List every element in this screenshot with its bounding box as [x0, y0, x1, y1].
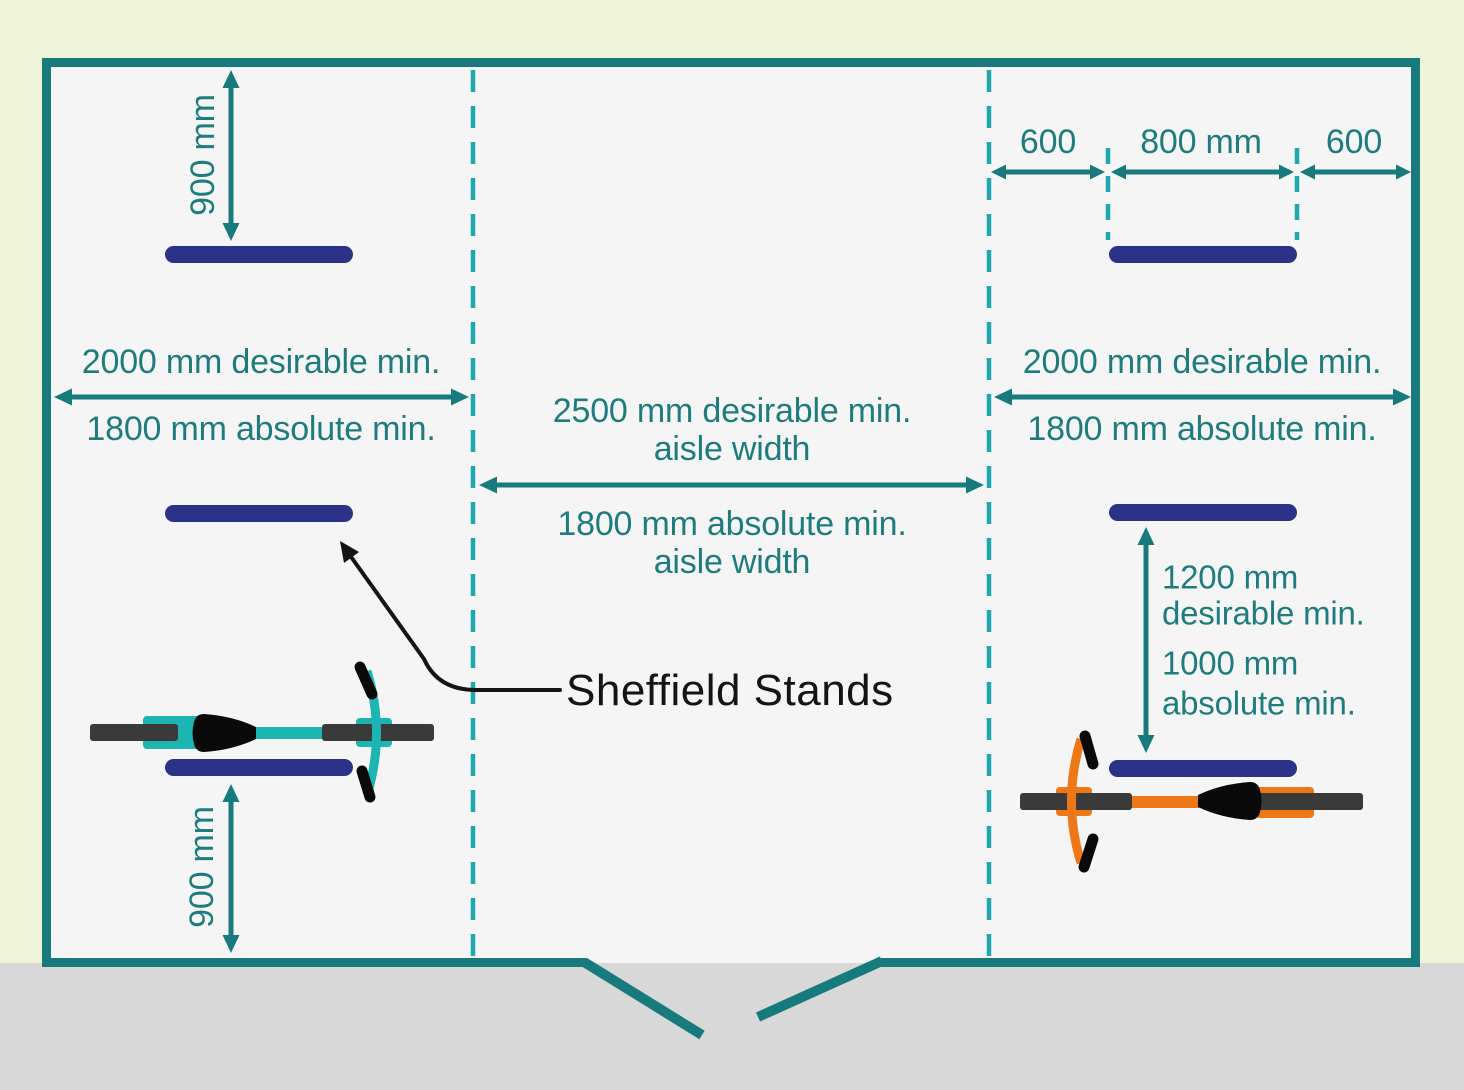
label-600-left: 600 [1019, 123, 1077, 161]
label-aisle-desirable-line2: aisle width [653, 430, 811, 468]
frame-bar [246, 727, 328, 739]
label-depth-desirable-left: 2000 mm desirable min. [81, 343, 441, 381]
sheffield-stand [1109, 504, 1297, 521]
arrow-600-right [1300, 164, 1411, 180]
rear-wheel [90, 724, 178, 741]
label-desirable-min: desirable min. [1162, 594, 1365, 632]
arrow-600-left [991, 164, 1105, 180]
sheffield-stand [1109, 760, 1297, 777]
arrow-900-top [222, 70, 240, 241]
label-600-right: 600 [1325, 123, 1383, 161]
annotation-leader [340, 541, 562, 692]
label-1200mm: 1200 mm [1162, 558, 1299, 596]
enclosure-walls [42, 58, 1420, 967]
saddle [1198, 782, 1262, 820]
gate-left [581, 957, 705, 1040]
label-depth-absolute-right: 1800 mm absolute min. [1027, 410, 1377, 448]
arrow-900-bottom [222, 784, 240, 953]
arrow-aisle-width [479, 476, 984, 494]
bicycle-teal-icon [90, 661, 434, 803]
arrow-depth-left [54, 388, 469, 406]
label-900mm-bottom: 900 mm [183, 806, 221, 928]
arrow-stand-spacing [1137, 527, 1155, 753]
label-absolute-min: absolute min. [1162, 684, 1356, 722]
handlebar-grips [1078, 730, 1099, 873]
sheffield-stand [165, 759, 353, 776]
handlebar-grips [354, 661, 378, 803]
gate-right [755, 956, 885, 1022]
bicycle-orange-icon [1020, 730, 1363, 873]
label-aisle-desirable-line1: 2500 mm desirable min. [552, 392, 912, 430]
rear-wheel [1253, 793, 1363, 810]
dimension-arrows [54, 70, 1411, 953]
label-depth-desirable-right: 2000 mm desirable min. [1022, 343, 1382, 381]
saddle [192, 714, 256, 752]
label-1000mm: 1000 mm [1162, 644, 1299, 682]
label-sheffield-stands: Sheffield Stands [566, 666, 894, 715]
label-aisle-absolute-line2: aisle width [653, 543, 811, 581]
sheffield-stand [1109, 246, 1297, 263]
sheffield-stand [165, 505, 353, 522]
sheffield-stands [165, 246, 1297, 777]
leader-line [347, 552, 562, 692]
arrow-800 [1111, 164, 1294, 180]
label-900mm-top: 900 mm [184, 94, 222, 216]
dashed-guides [470, 70, 1300, 958]
arrow-depth-right [994, 388, 1411, 406]
ground-background [0, 963, 1464, 1090]
entrance-gates [581, 956, 885, 1040]
label-800mm: 800 mm [1140, 123, 1262, 161]
handlebar [1067, 737, 1086, 865]
label-depth-absolute-left: 1800 mm absolute min. [86, 410, 436, 448]
label-aisle-absolute-line1: 1800 mm absolute min. [557, 505, 907, 543]
sheffield-stand [165, 246, 353, 263]
leader-arrowhead-icon [340, 541, 359, 563]
